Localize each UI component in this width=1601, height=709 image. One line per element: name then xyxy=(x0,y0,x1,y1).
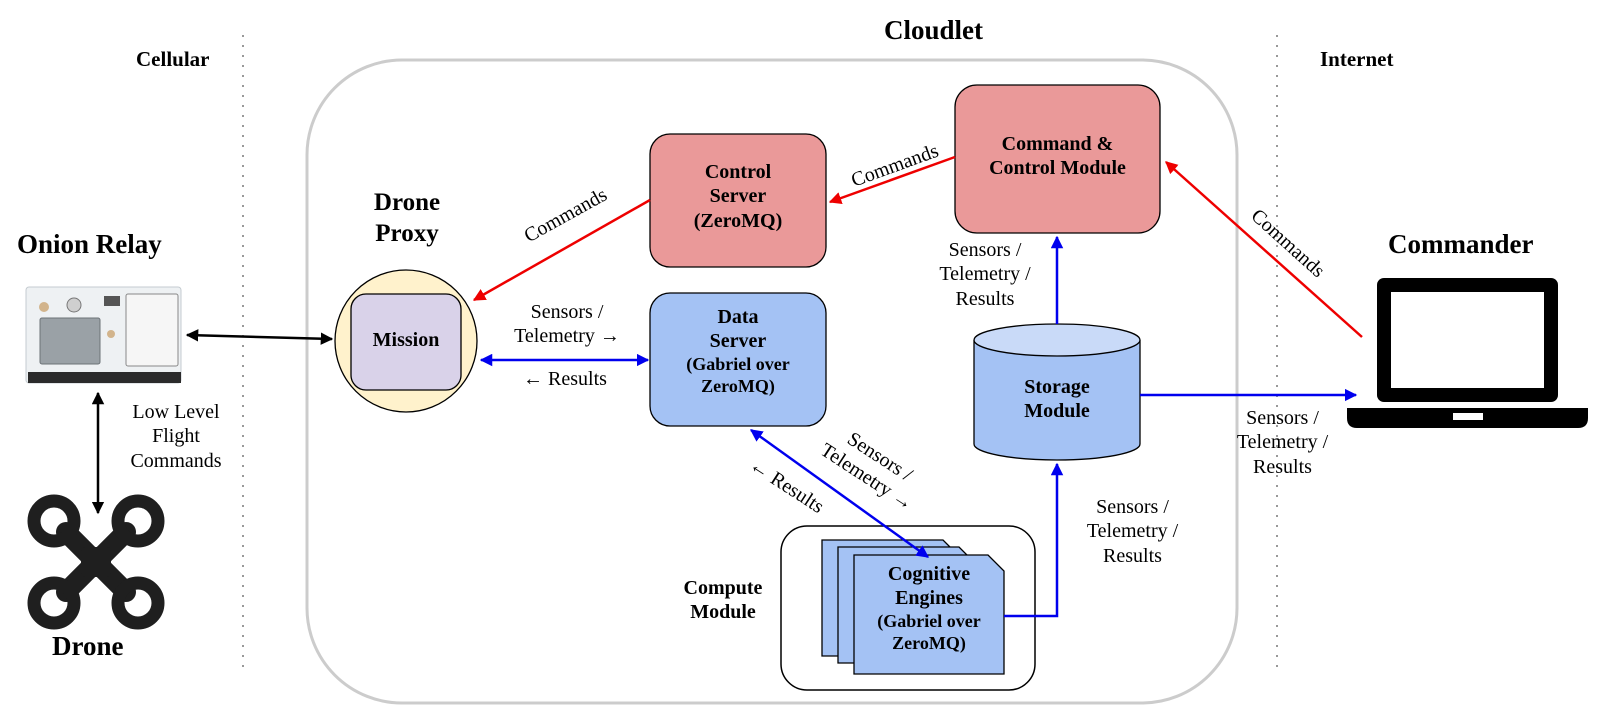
cognitive-engines-stack xyxy=(821,539,1005,675)
mission-box xyxy=(350,293,462,391)
edge-label-sensors-to-data: Sensors / Telemetry → xyxy=(514,301,620,348)
commander-label: Commander xyxy=(1388,229,1534,259)
edge-label-results-from-data: ← Results xyxy=(523,368,607,390)
storage-module-label: Storage Module xyxy=(1024,376,1090,423)
mission-label: Mission xyxy=(372,329,440,351)
zone-label-cloudlet: Cloudlet xyxy=(884,15,984,45)
commands-commander-to-cc-arrow xyxy=(1165,161,1363,338)
data-server-box xyxy=(649,292,827,427)
drone-proxy-title: Drone Proxy xyxy=(373,189,441,247)
cognitive-engines-label: Cognitive Engines (Gabriel over ZeroMQ) xyxy=(877,563,981,653)
edge-label-ce-to-storage: Sensors / Telemetry / Results xyxy=(1086,496,1179,567)
cloudlet-container xyxy=(305,58,1239,705)
zone-label-cellular: Cellular xyxy=(136,47,210,71)
control-server-label: Control Server (ZeroMQ) xyxy=(693,161,783,232)
edge-label-storage-to-commander: Sensors / Telemetry / Results xyxy=(1236,407,1329,478)
edge-label-storage-to-cc: Sensors / Telemetry / Results xyxy=(939,239,1031,310)
zone-label-internet: Internet xyxy=(1320,47,1394,71)
commander-laptop-icon xyxy=(1347,278,1588,428)
onion-relay-label: Onion Relay xyxy=(17,229,162,259)
drone-label: Drone xyxy=(52,631,124,661)
low-level-commands-label: Low Level Flight Commands xyxy=(130,401,222,472)
commands-cc-to-server-arrow xyxy=(828,155,956,205)
compute-module-title: Compute Module xyxy=(683,577,763,624)
data-server-label: Data Server (Gabriel over ZeroMQ) xyxy=(686,306,790,396)
drone-icon xyxy=(27,494,165,630)
command-control-box xyxy=(954,84,1161,234)
command-control-label: Command & Control Module xyxy=(989,133,1126,180)
relay-proxy-arrow xyxy=(185,329,334,345)
cognitive-to-storage-arrow xyxy=(1004,462,1064,618)
data-server-cognitive-arrow xyxy=(749,428,930,559)
storage-module-cylinder xyxy=(973,323,1141,461)
commands-server-to-proxy-arrow xyxy=(472,198,651,302)
onion-relay-board-icon xyxy=(25,286,182,384)
